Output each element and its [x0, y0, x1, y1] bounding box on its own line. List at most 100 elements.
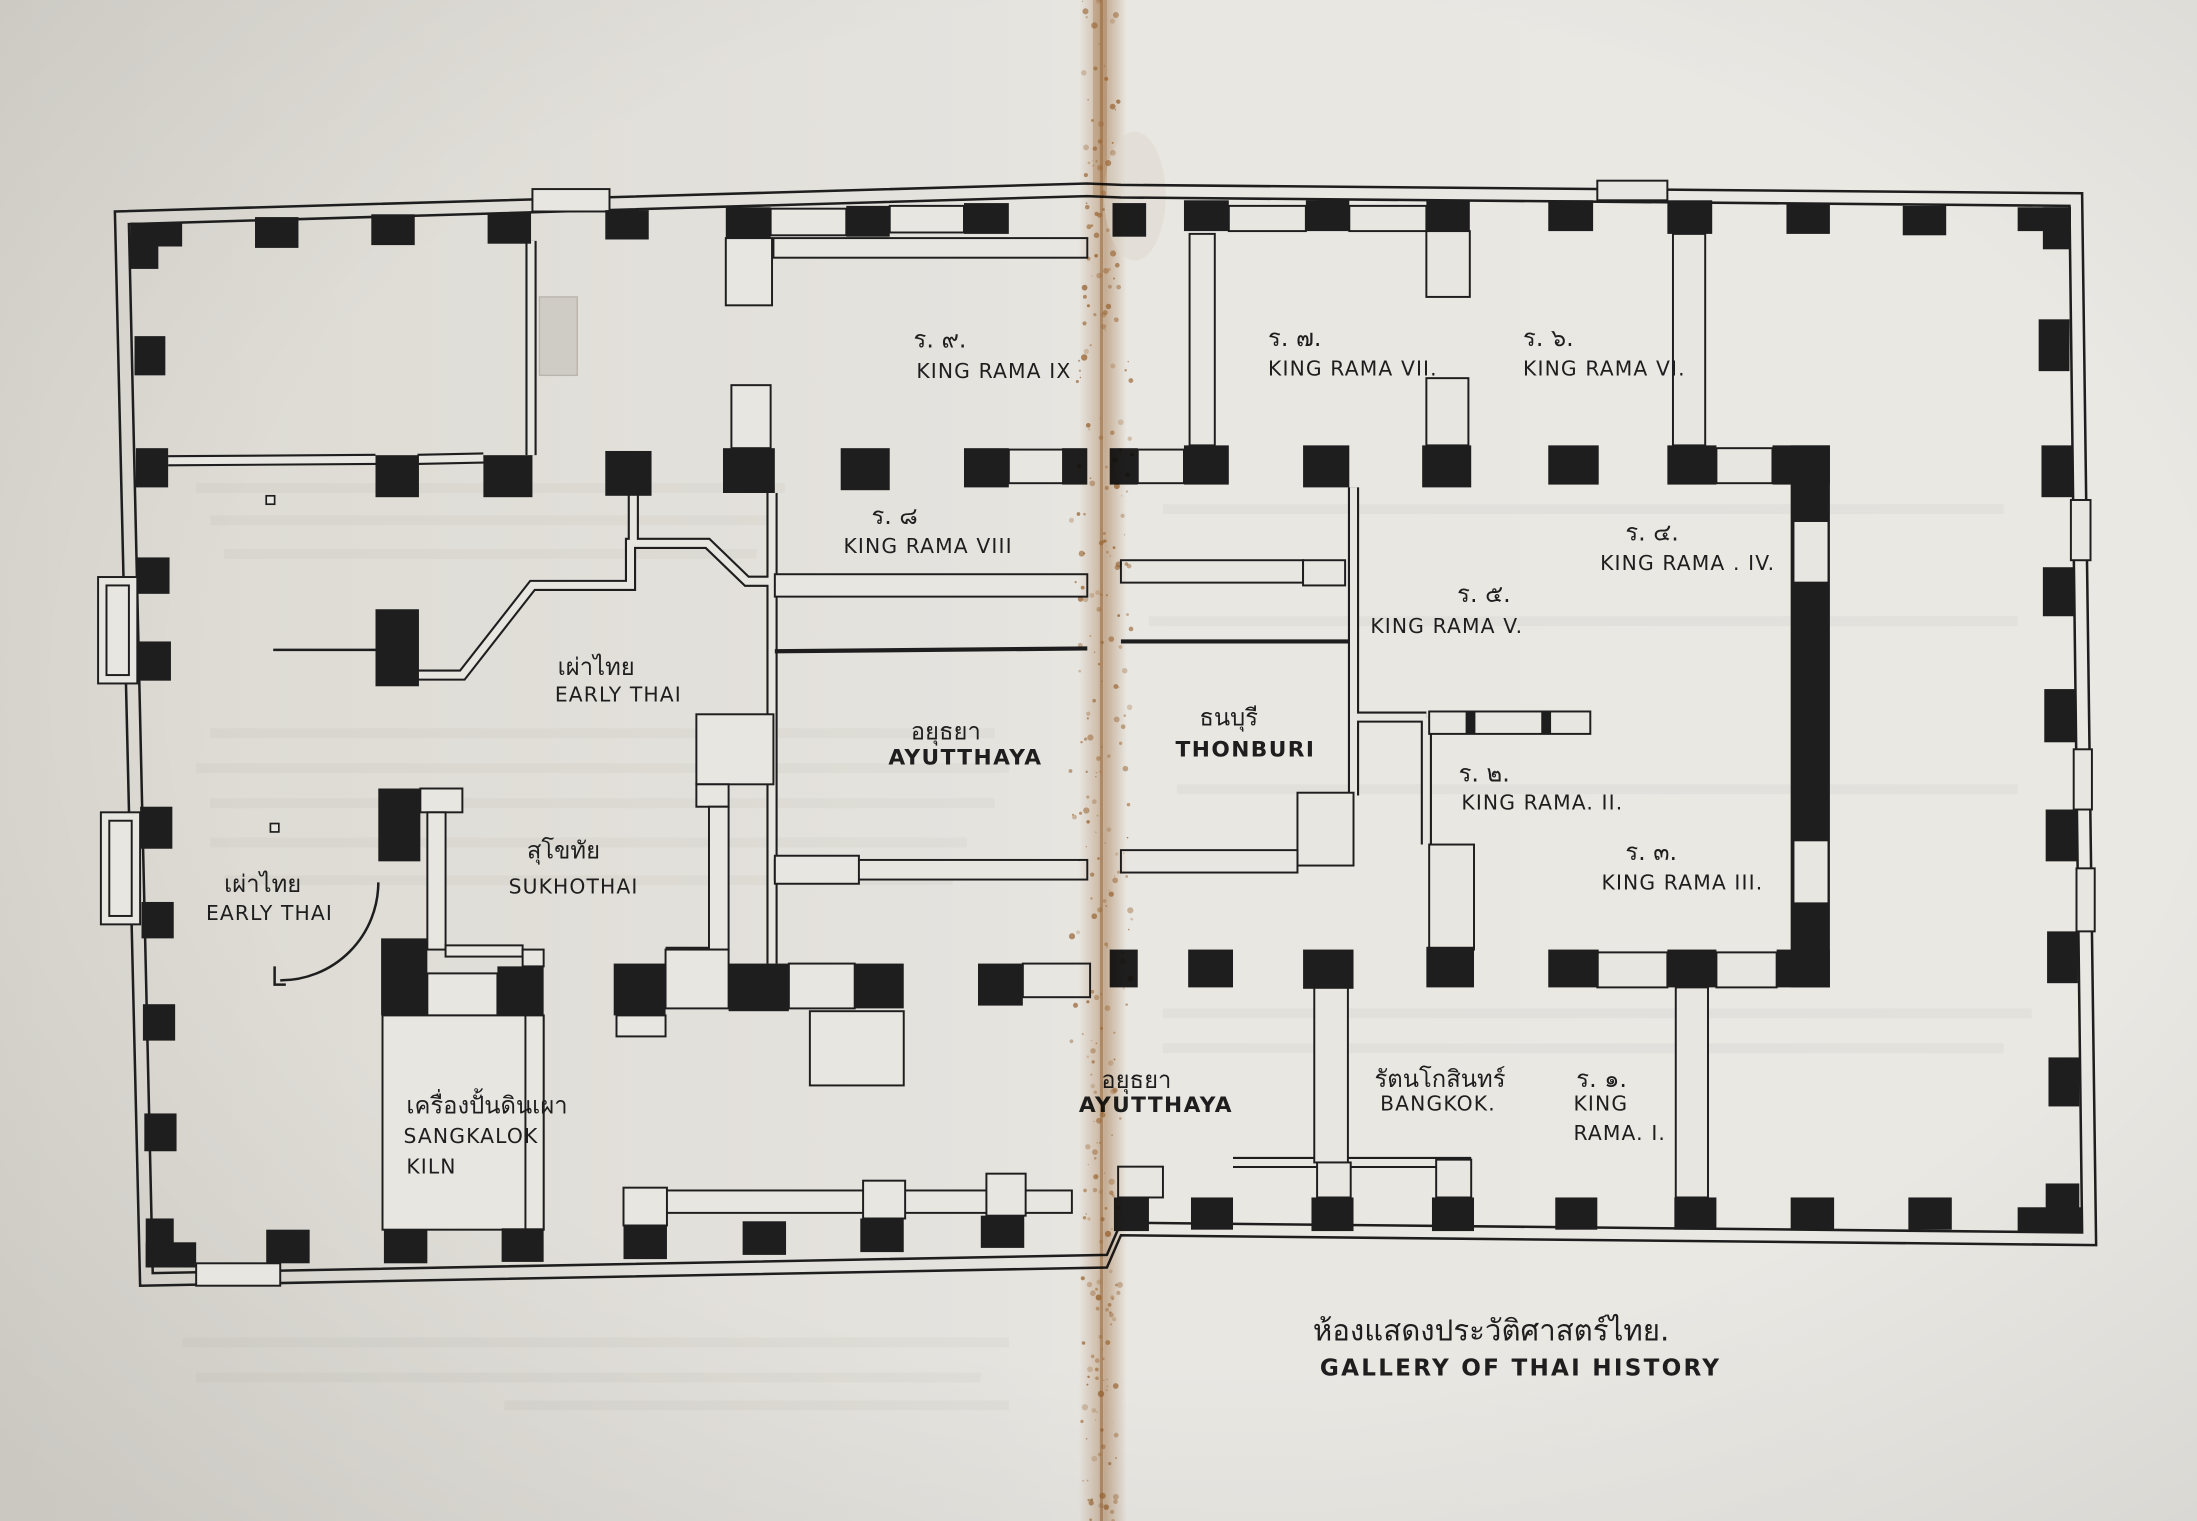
pillar: [141, 901, 174, 939]
rust-spot: [1083, 1188, 1087, 1193]
pillar: [1776, 949, 1830, 988]
door-swing: [273, 882, 380, 986]
rust-spot: [1078, 669, 1082, 673]
rust-spot: [1095, 1287, 1099, 1291]
bleed-through-line: [1162, 1043, 2004, 1054]
rust-spot: [1116, 1205, 1121, 1210]
rust-spot: [1107, 1303, 1112, 1307]
label-early-thai-lower-thai: เผ่าไทย: [224, 870, 301, 898]
rust-spot: [1087, 161, 1091, 165]
pillar: [1786, 203, 1830, 234]
bleed-through-line: [224, 875, 953, 886]
wall-window: [1792, 520, 1830, 584]
rust-spot: [1090, 973, 1092, 975]
wall-gap: [168, 455, 376, 465]
rust-spot: [1121, 667, 1128, 674]
pillar: [963, 203, 1009, 234]
pillar: [497, 966, 544, 1016]
rust-spot: [1089, 592, 1095, 598]
rust-spot: [1105, 1307, 1109, 1312]
rust-spot: [1104, 1005, 1111, 1011]
label-early-thai-upper-english: EARLY THAI: [555, 683, 682, 707]
door-leaf: [273, 966, 286, 986]
rust-spot: [1080, 585, 1085, 590]
pillar: [137, 557, 170, 594]
pillar: [487, 212, 532, 244]
rust-spot: [1105, 904, 1108, 908]
rust-spot: [1089, 344, 1092, 347]
rust-spot: [1078, 369, 1081, 372]
rust-spot: [1112, 1087, 1118, 1093]
rust-spot: [1115, 99, 1120, 104]
rust-spot: [1090, 1083, 1096, 1089]
rust-spot: [1108, 636, 1115, 642]
rust-spot: [1128, 626, 1134, 632]
rust-spot: [1093, 1174, 1099, 1180]
bleed-through-line: [210, 798, 995, 809]
pillar: [1183, 200, 1229, 232]
rust-spot: [1091, 22, 1098, 29]
rust-spot: [1100, 1444, 1106, 1450]
rust-spot: [1096, 212, 1102, 218]
pillar: [1303, 445, 1350, 488]
rust-spot: [1085, 1213, 1087, 1215]
label-thonburi-thai: ธนบุรี: [1199, 703, 1258, 731]
rust-spot: [1081, 0, 1084, 3]
rust-spot: [1106, 228, 1110, 233]
rust-spot: [1104, 1207, 1108, 1210]
rust-spot: [1086, 795, 1090, 799]
display-case: [724, 237, 774, 307]
rust-spot: [1093, 312, 1097, 317]
rust-spot: [1086, 1055, 1090, 1058]
rust-spot: [1085, 16, 1088, 19]
display-case: [773, 573, 1089, 598]
rust-spot: [1092, 146, 1098, 151]
rust-spot: [1117, 419, 1124, 426]
pillar: [613, 963, 666, 1016]
display-case: [1425, 377, 1470, 447]
bleed-through-line: [1148, 616, 2018, 627]
rust-spot: [1082, 596, 1089, 603]
rust-spot: [1101, 208, 1105, 211]
rust-spot: [1072, 814, 1077, 820]
rust-spot: [1086, 717, 1090, 720]
rust-spot: [1120, 513, 1125, 518]
pillar: [1188, 949, 1234, 988]
label-bangkok-thai: รัตนโกสินทร์: [1375, 1065, 1506, 1093]
rust-spot: [1112, 11, 1119, 18]
pillar: [1674, 1197, 1717, 1230]
rust-spot: [1093, 1090, 1098, 1095]
rust-spot: [1090, 1073, 1093, 1076]
rust-spot: [1090, 1290, 1096, 1297]
rust-spot: [1083, 173, 1088, 178]
rust-spot: [1099, 770, 1102, 774]
pillar: [742, 1221, 787, 1255]
rust-spot: [1081, 284, 1088, 291]
rust-spot: [1126, 836, 1129, 839]
doorway: [1596, 179, 1669, 202]
pillar: [623, 1225, 667, 1260]
label-rama4-english: KING RAMA . IV.: [1600, 551, 1775, 575]
rust-spot: [1085, 1144, 1091, 1150]
display-case: [444, 944, 524, 958]
rust-spot: [1078, 811, 1083, 815]
pillar: [2041, 445, 2073, 498]
rust-spot: [1105, 594, 1109, 597]
rust-spot: [1083, 737, 1088, 741]
doorway: [531, 188, 611, 213]
display-case: [664, 948, 730, 1010]
doorway-inner: [108, 819, 133, 917]
label-rama2-thai: ร. ๒.: [1459, 760, 1510, 788]
pillar: [1548, 445, 1599, 485]
rust-spot: [1093, 651, 1096, 653]
caption-thai: ห้องแสดงประวัติศาสตร์ไทย.: [1313, 1313, 1669, 1347]
pillar: [846, 205, 890, 237]
rust-spot: [1095, 1294, 1102, 1301]
label-rama4-thai: ร. ๔.: [1625, 519, 1679, 547]
display-case: [1136, 448, 1185, 485]
rust-spot: [1080, 740, 1083, 744]
pillar: [728, 963, 789, 1012]
pillar: [1902, 205, 1947, 236]
rust-spot: [1093, 1120, 1095, 1122]
label-sangkalok-kiln-thai: เครื่องปั้นดินเผา: [406, 1088, 567, 1119]
